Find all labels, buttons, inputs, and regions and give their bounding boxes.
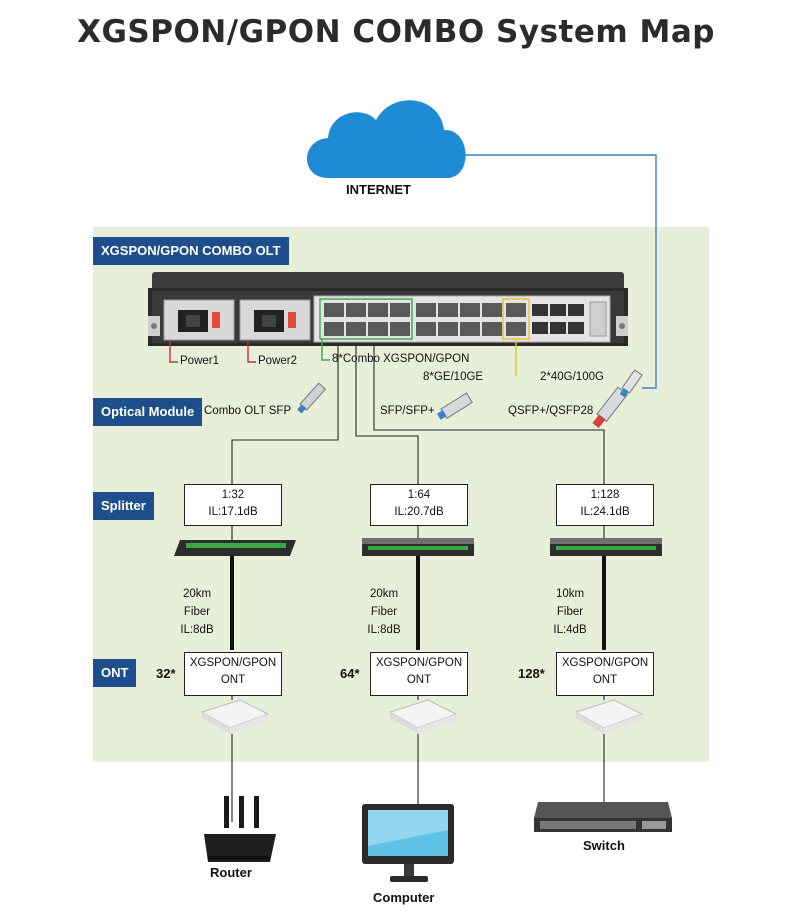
splitter-ratio: 1:128: [590, 489, 620, 501]
ont-device-links: [231, 696, 605, 822]
section-olt: XGSPON/GPON COMBO OLT: [93, 237, 289, 265]
splitter-box: 1:32 IL:17.1dB: [184, 484, 282, 526]
fiber-distance: 10km: [555, 588, 585, 600]
router-label: Router: [210, 865, 252, 880]
ont-count: 64*: [340, 666, 360, 681]
splitter-box: 1:64 IL:20.7dB: [370, 484, 468, 526]
ont-device-1: [200, 699, 270, 734]
splitter-il: IL:17.1dB: [208, 506, 258, 518]
splitter-box: 1:128 IL:24.1dB: [556, 484, 654, 526]
internet-link: [462, 154, 657, 389]
ont-name: ONT: [220, 674, 246, 686]
fiber-label: 20km Fiber IL:8dB: [162, 585, 232, 639]
fiber-distance: 20km: [369, 588, 399, 600]
section-ont: ONT: [93, 659, 137, 687]
uplink-port-label: 2*40G/100G: [540, 371, 604, 383]
combo-port-label: 8*Combo XGSPON/GPON: [332, 353, 470, 365]
ont-box: XGSPON/GPON ONT: [184, 652, 282, 696]
ont-type: XGSPON/GPON: [375, 657, 463, 669]
combo-sfp-label: Combo OLT SFP: [204, 405, 292, 417]
ont-box: XGSPON/GPON ONT: [556, 652, 654, 696]
power1-label: Power1: [180, 355, 219, 367]
switch-label: Switch: [583, 838, 625, 853]
fiber-medium: Fiber: [556, 606, 584, 618]
power1-wire: [169, 340, 178, 363]
fiber-distance: 20km: [182, 588, 212, 600]
sfp-port-array: [324, 303, 526, 336]
ont-count: 128*: [518, 666, 545, 681]
section-optical-module: Optical Module: [93, 398, 203, 426]
ont-device-3: [574, 699, 644, 734]
combo-wire: [321, 339, 330, 361]
router-icon: [204, 796, 276, 862]
splitter-link-lines: [231, 524, 605, 540]
fiber-il: IL:8dB: [367, 624, 401, 636]
splitter-il: IL:20.7dB: [394, 506, 444, 518]
power2-wire: [247, 340, 256, 363]
page-title: XGSPON/GPON COMBO System Map: [77, 14, 715, 50]
fiber-label: 20km Fiber IL:8dB: [349, 585, 419, 639]
ont-name: ONT: [592, 674, 618, 686]
uplink-module-icon: [619, 369, 643, 398]
feeder-lines: [231, 345, 605, 484]
splitter-device-3: [550, 538, 662, 556]
sfp-module-icon: [436, 392, 473, 420]
switch-icon: [534, 802, 672, 832]
ont-type: XGSPON/GPON: [189, 657, 277, 669]
qsfp-module-icon: [592, 386, 629, 429]
sfp-label: SFP/SFP+: [380, 405, 435, 417]
splitter-ratio: 1:32: [221, 489, 245, 501]
fiber-label: 10km Fiber IL:4dB: [535, 585, 605, 639]
fiber-medium: Fiber: [183, 606, 211, 618]
computer-icon: [362, 804, 454, 882]
fiber-cables: [230, 556, 606, 650]
fiber-il: IL:8dB: [180, 624, 214, 636]
splitter-ratio: 1:64: [407, 489, 431, 501]
ont-type: XGSPON/GPON: [561, 657, 649, 669]
internet-label: INTERNET: [346, 182, 411, 197]
fiber-il: IL:4dB: [553, 624, 587, 636]
ge-port-label: 8*GE/10GE: [423, 371, 484, 383]
splitter-il: IL:24.1dB: [580, 506, 630, 518]
qsfp-label: QSFP+/QSFP28: [508, 405, 594, 417]
splitter-device-1: [174, 540, 296, 556]
section-splitter: Splitter: [93, 492, 154, 520]
ont-count: 32*: [156, 666, 176, 681]
ont-box: XGSPON/GPON ONT: [370, 652, 468, 696]
ont-name: ONT: [406, 674, 432, 686]
power2-label: Power2: [258, 355, 297, 367]
cloud-icon: [307, 100, 466, 178]
rj45-port-array: [532, 304, 584, 334]
olt-device: [148, 272, 628, 346]
combo-port-highlight: [319, 298, 413, 340]
fiber-medium: Fiber: [370, 606, 398, 618]
ont-device-2: [388, 699, 458, 734]
combo-sfp-icon: [297, 382, 327, 414]
splitter-device-2: [362, 538, 474, 556]
computer-label: Computer: [373, 890, 435, 905]
